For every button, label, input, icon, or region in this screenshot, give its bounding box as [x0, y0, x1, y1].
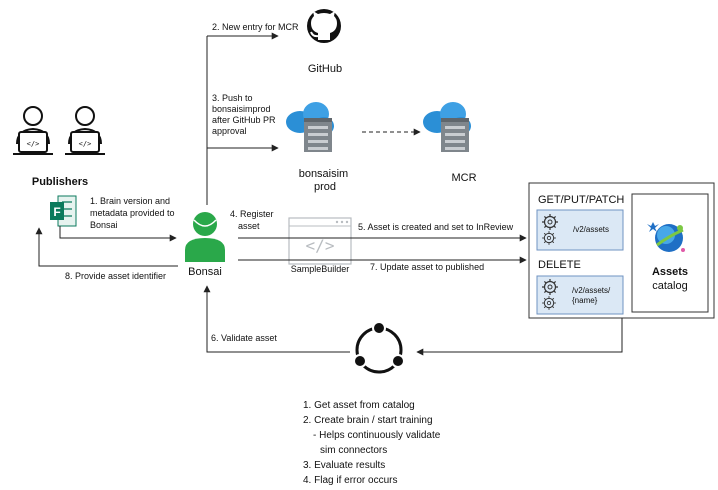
asset-name-endpoint-label: /v2/assets/ {name}: [572, 286, 612, 305]
assets-catalog-subtitle: catalog: [652, 280, 687, 292]
validation-hub-icon: [353, 321, 405, 374]
svg-text:F: F: [53, 205, 60, 219]
assets-catalog-title: Assets: [652, 266, 688, 278]
github-icon: [307, 9, 341, 43]
samplebuilder-icon: </>: [288, 217, 352, 265]
bonsai-label: Bonsai: [188, 266, 222, 278]
validation-steps-list: 1. Get asset from catalog 2. Create brai…: [303, 400, 441, 486]
step-8-arrow: [35, 227, 178, 267]
get-put-patch-title: GET/PUT/PATCH: [538, 194, 624, 206]
catalog-to-validation-arrow: [416, 318, 623, 356]
publisher-icon-2: [64, 106, 106, 155]
step-6-arrow: [203, 285, 350, 353]
bonsai-icon: [185, 212, 225, 262]
forms-icon: F: [50, 195, 77, 227]
step-4-label: 4. Register asset: [230, 209, 276, 231]
delete-title: DELETE: [538, 259, 581, 271]
mcr-label: MCR: [451, 172, 476, 184]
svg-text:</>: </>: [306, 236, 335, 255]
step-8-label: 8. Provide asset identifier: [65, 271, 166, 281]
step-3-label: 3. Push to bonsaisimprod after GitHub PR…: [212, 93, 278, 136]
bonsaisimprod-label: bonsaisim prod: [299, 168, 352, 193]
catalog-icon: [647, 222, 685, 252]
step-1-label: 1. Brain version and metadata provided t…: [90, 196, 177, 230]
step-5-label: 5. Asset is created and set to InReview: [358, 222, 514, 232]
publishers-label: Publishers: [32, 176, 88, 188]
assets-catalog-panel: [631, 193, 709, 313]
step-1-arrow: [59, 226, 177, 242]
publisher-icon-1: [12, 106, 54, 155]
samplebuilder-label: SampleBuilder: [291, 264, 350, 274]
bonsaisimprod-server-icon: [286, 102, 334, 152]
mcr-server-icon: [423, 102, 471, 152]
asset-name-endpoint-box: [536, 275, 624, 315]
github-label: GitHub: [308, 63, 342, 75]
step-2-label: 2. New entry for MCR: [212, 22, 299, 32]
assets-endpoint-label: /v2/assets: [573, 225, 609, 234]
step-6-label: 6. Validate asset: [211, 333, 277, 343]
step-7-label: 7. Update asset to published: [370, 262, 484, 272]
